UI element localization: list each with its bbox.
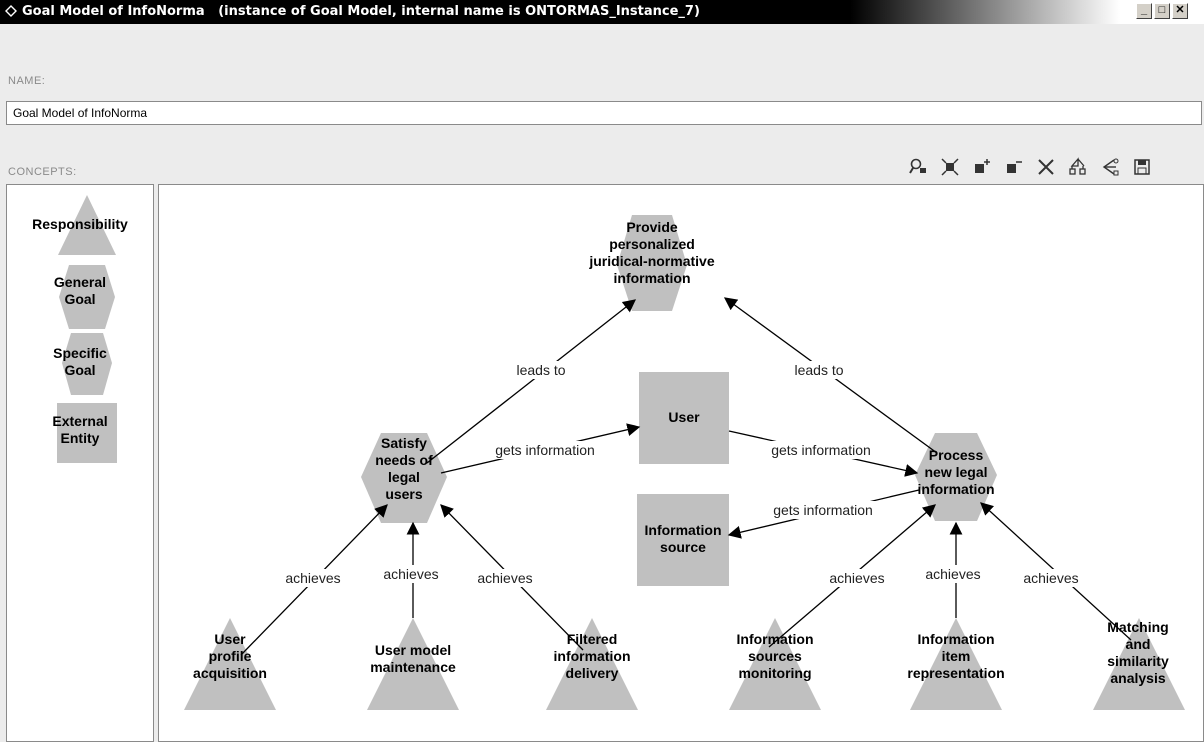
node-process-shape[interactable] bbox=[915, 433, 997, 521]
node-ism-shape[interactable] bbox=[729, 618, 821, 710]
layout-icon[interactable] bbox=[1068, 157, 1088, 177]
node-satisfy-shape[interactable] bbox=[361, 433, 447, 523]
edge-label-bg bbox=[275, 569, 351, 587]
title-gradient bbox=[850, 0, 1120, 24]
palette-external-entity[interactable]: External Entity bbox=[52, 413, 108, 446]
edge-label-bg bbox=[753, 441, 889, 459]
edge-label-bg bbox=[1013, 569, 1089, 587]
edge-satisfy-provide[interactable] bbox=[426, 299, 637, 464]
node-infosource-shape[interactable] bbox=[637, 494, 729, 586]
remove-node-icon[interactable] bbox=[1004, 157, 1024, 177]
palette-shapes bbox=[57, 195, 117, 463]
edge-label-gets-info-3: gets information bbox=[773, 502, 873, 518]
node-upa-shape[interactable] bbox=[184, 618, 276, 710]
node-umm-shape[interactable] bbox=[367, 618, 459, 710]
node-satisfy[interactable]: Satisfy needs of legal users bbox=[375, 435, 433, 502]
minimize-button[interactable]: _ bbox=[1136, 3, 1152, 19]
palette-responsibility-shape[interactable] bbox=[58, 195, 116, 255]
edge-label-leads-to-right: leads to bbox=[794, 362, 843, 378]
edge-label-bg bbox=[915, 565, 991, 583]
edge-label-achieves-3: achieves bbox=[477, 570, 532, 586]
fit-icon[interactable] bbox=[940, 157, 960, 177]
save-icon[interactable] bbox=[1132, 157, 1152, 177]
edge-label-bg bbox=[477, 441, 613, 459]
window-icon bbox=[5, 5, 17, 17]
palette-general-goal-shape[interactable] bbox=[59, 265, 115, 329]
node-upa[interactable]: User profile acquisition bbox=[193, 631, 267, 681]
edge-label-achieves-6: achieves bbox=[1023, 570, 1078, 586]
window-title-bar[interactable]: Goal Model of InfoNorma (instance of Goa… bbox=[0, 0, 1204, 24]
delete-icon[interactable] bbox=[1036, 157, 1056, 177]
edge-label-leads-to-left: leads to bbox=[516, 362, 565, 378]
window-title: Goal Model of InfoNorma (instance of Goa… bbox=[22, 4, 700, 19]
edge-label-achieves-2: achieves bbox=[383, 566, 438, 582]
palette-general-goal[interactable]: General Goal bbox=[53, 274, 107, 307]
name-field[interactable]: Goal Model of InfoNorma bbox=[6, 101, 1202, 125]
edge-label-bg bbox=[819, 569, 895, 587]
edge-label-bg bbox=[373, 565, 449, 583]
palette-specific-goal-shape[interactable] bbox=[62, 333, 112, 395]
palette-specific-goal[interactable]: Specific Goal bbox=[53, 345, 107, 378]
node-ism[interactable]: Information sources monitoring bbox=[736, 631, 814, 681]
node-user-shape[interactable] bbox=[639, 372, 729, 464]
edge-label-achieves-4: achieves bbox=[829, 570, 884, 586]
connect-icon[interactable] bbox=[1100, 157, 1120, 177]
diagram-canvas[interactable]: leads to leads to gets information gets … bbox=[158, 184, 1204, 742]
node-provide[interactable]: Provide personalized juridical-normative… bbox=[589, 219, 715, 286]
diagram-svg: leads to leads to gets information gets … bbox=[184, 215, 1185, 710]
node-umm[interactable]: User model maintenance bbox=[370, 642, 456, 675]
edge-label-gets-info-2: gets information bbox=[771, 442, 871, 458]
node-msa[interactable]: Matching and similarity analysis bbox=[1107, 619, 1169, 686]
node-iir-shape[interactable] bbox=[910, 618, 1002, 710]
concept-palette: Responsibility General Goal Specific Goa… bbox=[6, 184, 154, 742]
edge-label-bg bbox=[509, 361, 573, 379]
node-msa-shape[interactable] bbox=[1093, 618, 1185, 710]
node-infosource[interactable]: Information source bbox=[644, 522, 722, 555]
close-button[interactable]: ✕ bbox=[1172, 3, 1188, 19]
edge-label-gets-info-1: gets information bbox=[495, 442, 595, 458]
palette-responsibility[interactable]: Responsibility bbox=[32, 216, 128, 232]
node-user[interactable]: User bbox=[668, 409, 700, 425]
maximize-button[interactable]: □ bbox=[1154, 3, 1170, 19]
edge-label-bg bbox=[755, 501, 891, 519]
name-label: NAME: bbox=[8, 75, 46, 87]
node-process[interactable]: Process new legal information bbox=[917, 447, 995, 497]
edge-label-bg bbox=[467, 569, 543, 587]
add-node-icon[interactable] bbox=[972, 157, 992, 177]
palette-external-entity-shape[interactable] bbox=[57, 403, 117, 463]
diagram-toolbar bbox=[900, 157, 1204, 179]
node-provide-shape[interactable] bbox=[617, 215, 687, 311]
node-iir[interactable]: Information item representation bbox=[907, 631, 1005, 681]
find-icon[interactable] bbox=[908, 157, 928, 177]
concepts-label: CONCEPTS: bbox=[8, 166, 77, 178]
edge-label-bg bbox=[787, 361, 851, 379]
edge-label-achieves-1: achieves bbox=[285, 570, 340, 586]
node-fid[interactable]: Filtered information delivery bbox=[553, 631, 631, 681]
node-fid-shape[interactable] bbox=[546, 618, 638, 710]
edge-label-achieves-5: achieves bbox=[925, 566, 980, 582]
